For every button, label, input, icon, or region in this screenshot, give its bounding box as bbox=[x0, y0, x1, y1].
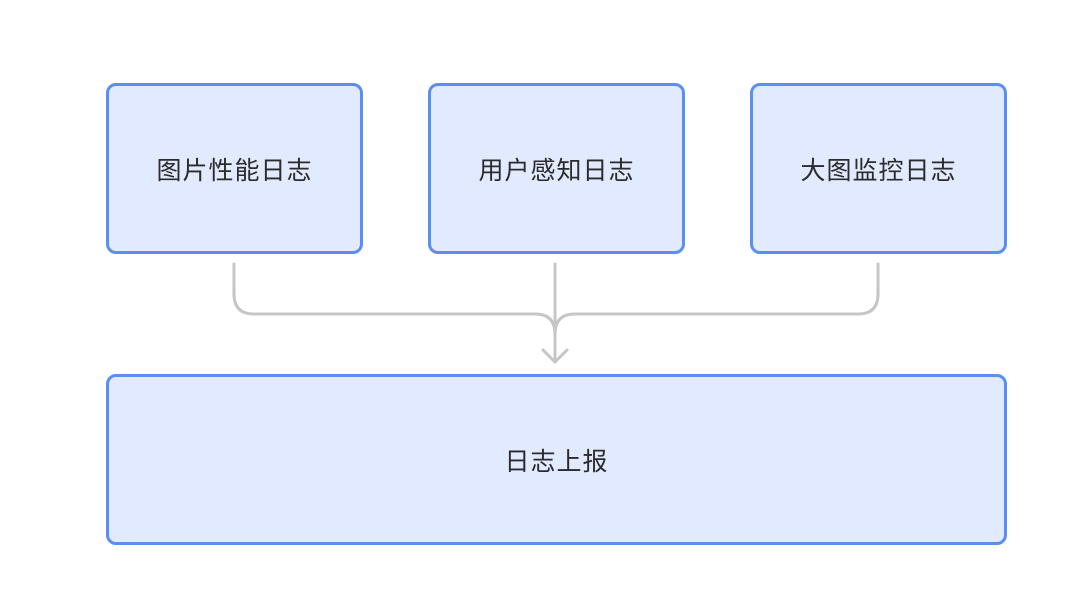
arrowhead-icon bbox=[541, 348, 569, 364]
connector-left-branch bbox=[232, 262, 557, 364]
node-large-image-monitor-log: 大图监控日志 bbox=[750, 83, 1007, 254]
node-image-performance-log: 图片性能日志 bbox=[106, 83, 363, 254]
node-user-perception-log: 用户感知日志 bbox=[428, 83, 685, 254]
node-label: 用户感知日志 bbox=[478, 155, 635, 185]
connector-right-branch bbox=[553, 262, 880, 364]
node-label: 图片性能日志 bbox=[156, 155, 313, 185]
node-label: 日志上报 bbox=[504, 446, 609, 476]
node-log-report: 日志上报 bbox=[106, 374, 1007, 545]
node-label: 大图监控日志 bbox=[800, 155, 957, 185]
